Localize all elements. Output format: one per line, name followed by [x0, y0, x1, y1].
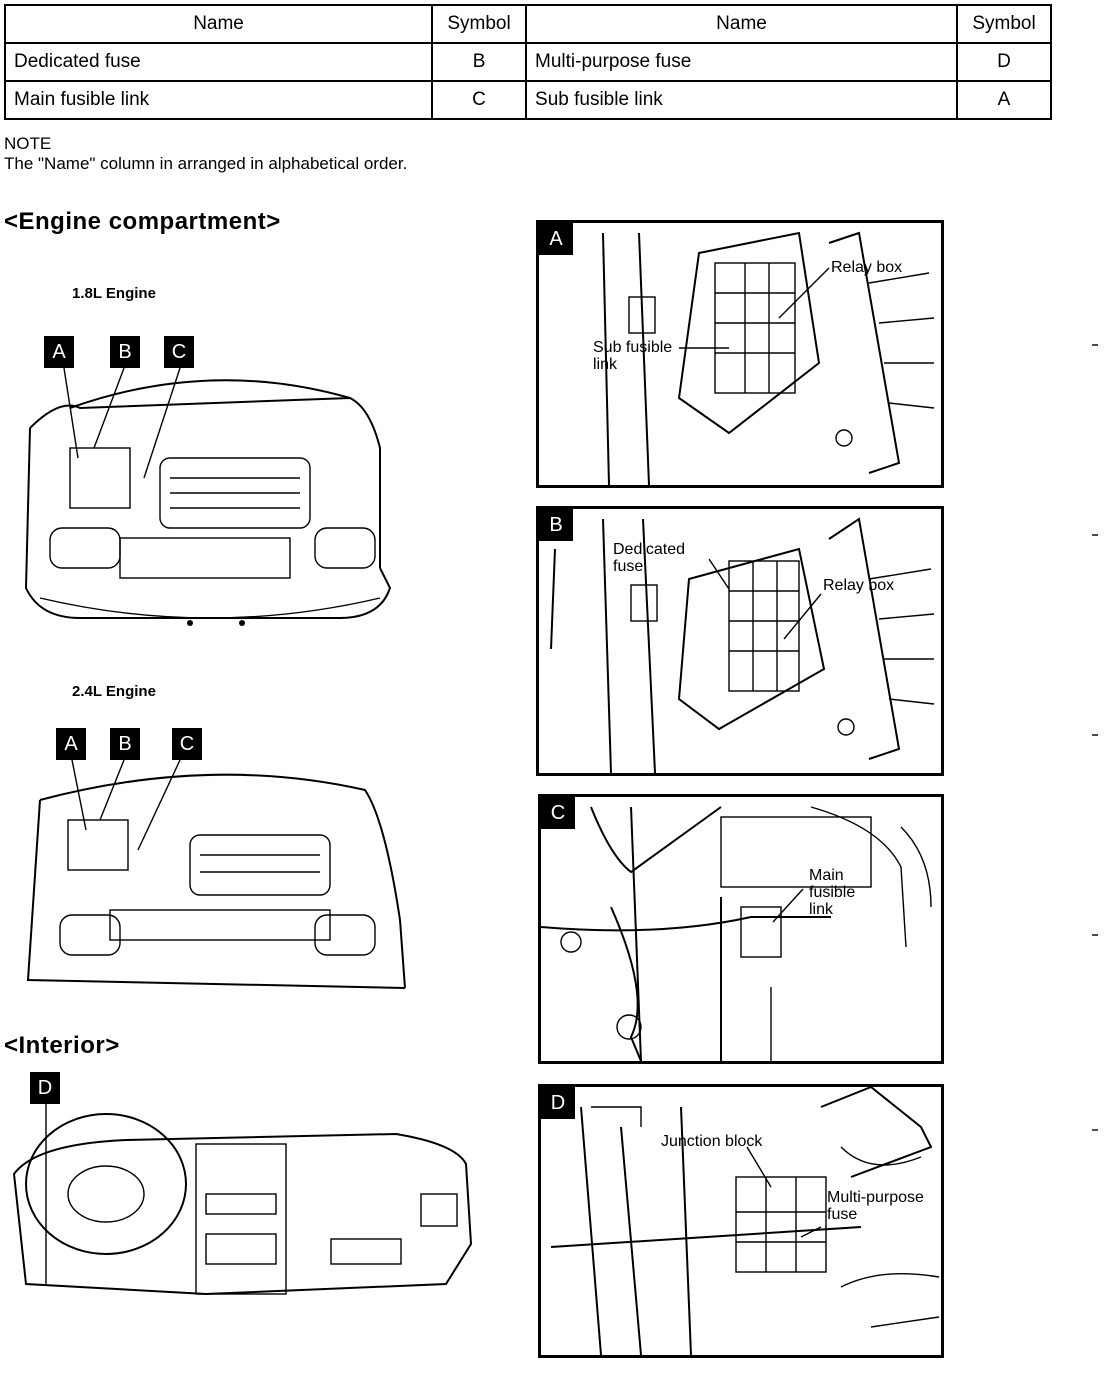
- callout-main-fusible-link: Main fusible link: [809, 867, 856, 918]
- header-symbol-1: Symbol: [431, 4, 528, 44]
- row-name: Main fusible link: [3, 80, 434, 120]
- panel-d-drawing: [550, 1087, 940, 1355]
- engine-2-tag-a: A: [56, 728, 86, 760]
- panel-c-tag: C: [541, 797, 575, 829]
- table-row: Dedicated fuse B Multi-purpose fuse D: [3, 42, 1052, 82]
- panel-a-drawing: [602, 231, 935, 485]
- header-symbol-2: Symbol: [956, 4, 1052, 44]
- engine-1-tag-c: C: [164, 336, 194, 368]
- engine-1-tag-b: B: [110, 336, 140, 368]
- engine-compartment-title: <Engine compartment>: [4, 208, 281, 235]
- panel-b-tag: B: [539, 509, 573, 541]
- row-name: Sub fusible link: [525, 80, 959, 120]
- note-text: The "Name" column in arranged in alphabe…: [4, 154, 408, 173]
- engine-2-label: 2.4L Engine: [72, 683, 156, 700]
- callout-junction-block: Junction block: [661, 1133, 763, 1150]
- interior-dashboard-drawing: [12, 1104, 473, 1296]
- engine-2-tag-b: B: [110, 728, 140, 760]
- row-symbol: B: [431, 42, 528, 82]
- interior-title: <Interior>: [4, 1032, 120, 1059]
- engine-1-label: 1.8L Engine: [72, 285, 156, 302]
- interior-tag-d: D: [30, 1072, 60, 1104]
- engine-1-drawing: [24, 367, 392, 626]
- engine-1-tag-a: A: [44, 336, 74, 368]
- panel-d-tag: D: [541, 1087, 575, 1119]
- header-name-1: Name: [3, 4, 434, 44]
- panel-b: B Dedicated fuse Relay box: [536, 506, 944, 776]
- panel-a-tag: A: [539, 223, 573, 255]
- row-name: Multi-purpose fuse: [525, 42, 959, 82]
- row-symbol: D: [956, 42, 1052, 82]
- panel-c: C Main fusible link: [538, 794, 944, 1064]
- panel-d: D Junction block Multi-purpose fuse: [538, 1084, 944, 1358]
- table-row: Main fusible link C Sub fusible link A: [3, 80, 1052, 120]
- note-heading: NOTE: [4, 134, 52, 153]
- panel-c-drawing: [541, 806, 932, 1061]
- panel-b-drawing: [550, 517, 935, 773]
- row-symbol: A: [956, 80, 1052, 120]
- callout-relay-box: Relay box: [823, 577, 895, 594]
- note: NOTE The "Name" column in arranged in al…: [4, 134, 407, 174]
- legend-table: Name Symbol Name Symbol Dedicated fuse B…: [3, 4, 1052, 120]
- callout-relay-box: Relay box: [831, 259, 903, 276]
- engine-2-tag-c: C: [172, 728, 202, 760]
- callout-sub-fusible-link: Sub fusible link: [593, 339, 673, 373]
- panel-a: A Relay box Sub fusible link: [536, 220, 944, 488]
- engine-2-drawing: [26, 759, 406, 989]
- callout-dedicated-fuse: Dedicated fuse: [613, 541, 686, 575]
- callout-multi-purpose-fuse: Multi-purpose fuse: [827, 1189, 924, 1223]
- row-symbol: C: [431, 80, 528, 120]
- right-margin-ticks: [1092, 344, 1098, 1131]
- row-name: Dedicated fuse: [3, 42, 434, 82]
- legend-header-row: Name Symbol Name Symbol: [3, 4, 1052, 44]
- header-name-2: Name: [525, 4, 959, 44]
